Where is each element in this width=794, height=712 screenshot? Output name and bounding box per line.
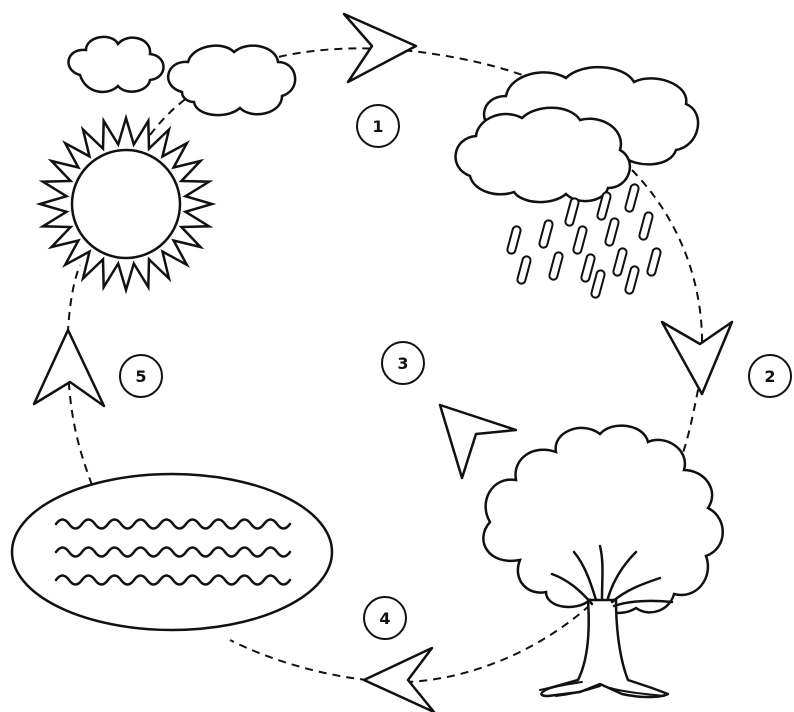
raindrop <box>565 197 580 226</box>
raindrop <box>573 225 588 254</box>
water-body-icon <box>12 474 332 630</box>
raindrop <box>517 255 532 284</box>
raindrop <box>605 217 620 246</box>
raindrop <box>581 253 596 282</box>
raindrop <box>591 269 606 298</box>
cloud-icon <box>168 46 295 115</box>
raindrop <box>625 183 640 212</box>
arrow-up-icon <box>34 330 104 406</box>
raindrop <box>647 247 662 276</box>
tree-icon <box>483 426 722 697</box>
sun-icon <box>40 118 212 290</box>
arrow-up-left-icon <box>440 405 516 478</box>
rain-cloud-icon <box>456 67 698 298</box>
raindrop <box>549 251 564 280</box>
stage-3-badge: 3 <box>381 341 425 385</box>
raindrop <box>539 219 554 248</box>
stage-1-badge: 1 <box>356 104 400 148</box>
raindrop <box>639 211 654 240</box>
raindrop <box>507 225 522 254</box>
small-cloud-icon <box>69 37 164 92</box>
raindrop <box>613 247 628 276</box>
stage-5-badge: 5 <box>119 354 163 398</box>
stage-2-badge: 2 <box>748 354 792 398</box>
arrow-down-icon <box>662 322 732 394</box>
raindrop <box>625 265 640 294</box>
stage-4-badge: 4 <box>363 596 407 640</box>
